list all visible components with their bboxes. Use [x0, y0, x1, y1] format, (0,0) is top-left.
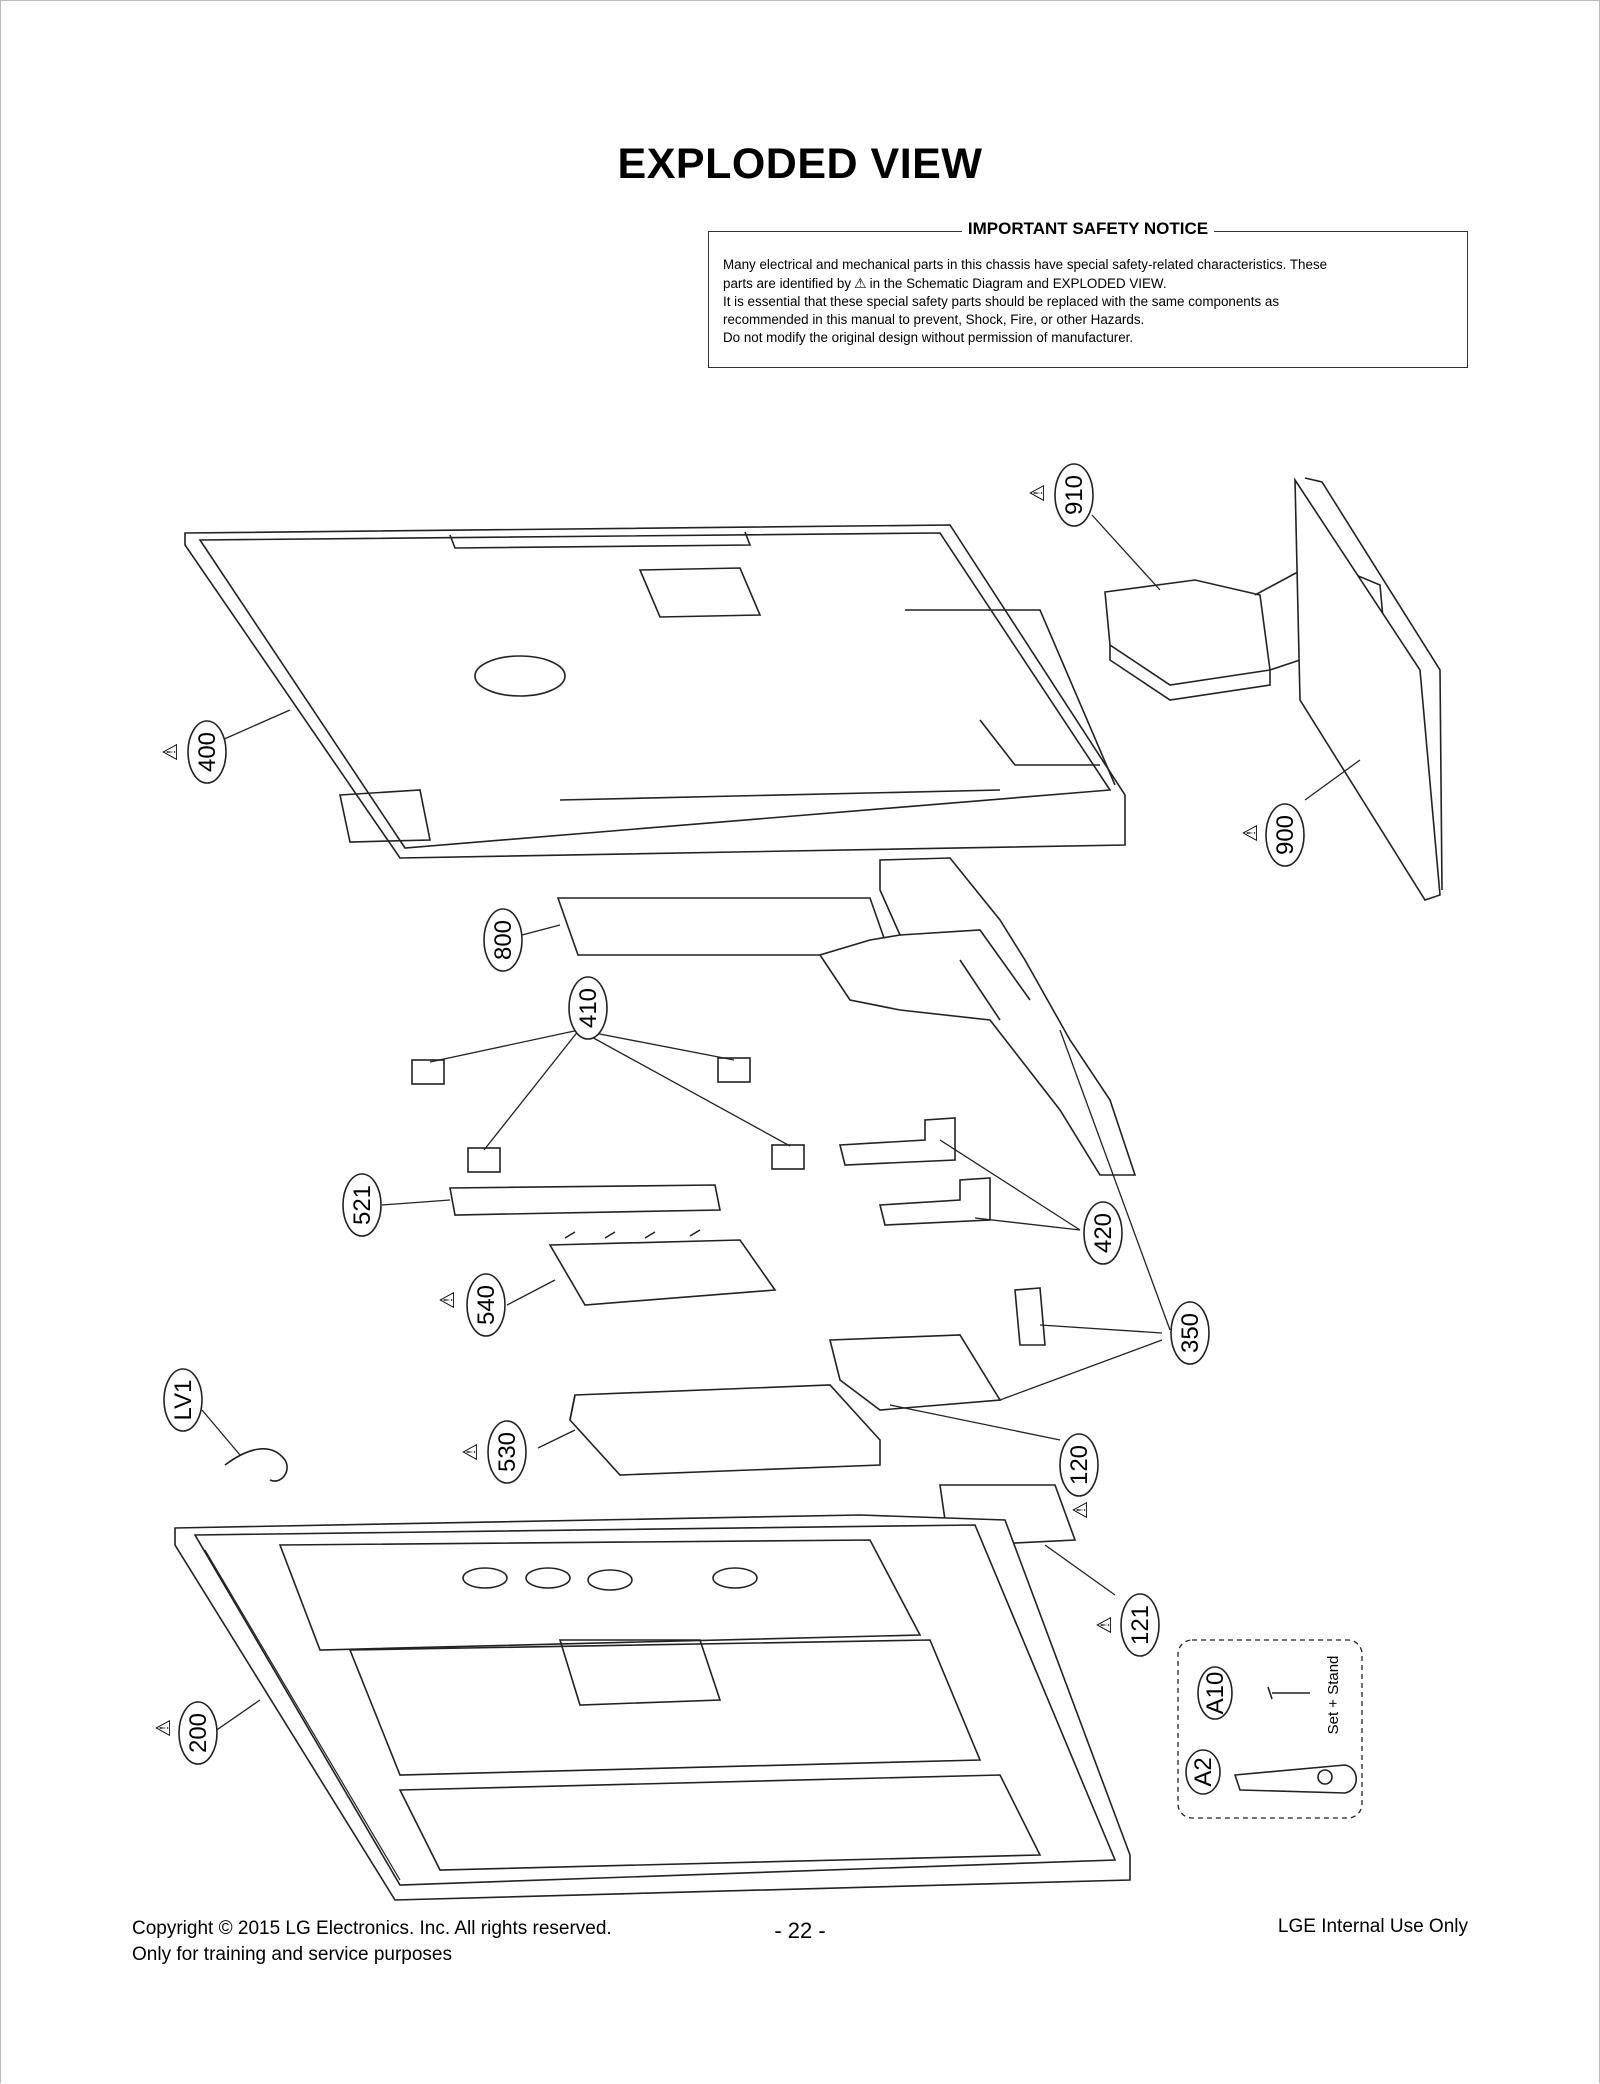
- footer-copyright: Copyright © 2015 LG Electronics. Inc. Al…: [132, 1918, 612, 1939]
- svg-text:540: 540: [473, 1285, 500, 1325]
- board-521-part: [449, 1184, 721, 1216]
- svg-text:⚠: ⚠: [437, 1291, 459, 1309]
- svg-text:⚠: ⚠: [1240, 824, 1262, 842]
- module-350-part: [828, 1029, 1171, 1411]
- frame-chassis-part: [174, 1514, 1131, 1901]
- callout-lv1: LV1: [163, 1368, 203, 1432]
- callout-121: 121: [1120, 1593, 1160, 1657]
- warning-triangle-icon: ⚠: [1070, 1501, 1092, 1519]
- svg-text:910: 910: [1061, 475, 1088, 515]
- notice-line-5: Do not modify the original design withou…: [723, 330, 1134, 345]
- callout-400: 400: [187, 720, 227, 784]
- power-supply-530-part: [569, 1384, 881, 1476]
- callout-530: 530: [487, 1420, 527, 1484]
- bracket-420-parts: [838, 1117, 1081, 1231]
- warning-triangle-icon: ⚠: [160, 743, 182, 761]
- svg-text:⚠: ⚠: [1027, 484, 1049, 502]
- safety-notice-heading: IMPORTANT SAFETY NOTICE: [709, 219, 1467, 239]
- callout-410: 410: [568, 976, 608, 1040]
- leader-lines: [221, 514, 1361, 1449]
- svg-text:⚠: ⚠: [460, 1443, 482, 1461]
- footer-purpose: Only for training and service purposes: [132, 1944, 452, 1965]
- notice-line-1: Many electrical and mechanical parts in …: [723, 257, 1328, 272]
- svg-text:410: 410: [575, 988, 602, 1028]
- safety-notice-body: Many electrical and mechanical parts in …: [723, 256, 1453, 347]
- svg-text:521: 521: [349, 1185, 376, 1225]
- page-number: - 22 -: [774, 1918, 826, 1943]
- notice-line-2: parts are identified by⚠in the Schematic…: [723, 275, 1167, 291]
- stand-base-part: [1294, 477, 1443, 901]
- svg-text:200: 200: [185, 1713, 212, 1753]
- warning-triangle-icon: ⚠: [437, 1291, 459, 1309]
- svg-text:350: 350: [1177, 1313, 1204, 1353]
- svg-text:120: 120: [1066, 1445, 1093, 1485]
- cable-lv1-part: [201, 1409, 288, 1482]
- callout-a10: A10: [1197, 1666, 1233, 1720]
- svg-text:530: 530: [494, 1432, 521, 1472]
- callout-420: 420: [1083, 1201, 1123, 1265]
- svg-text:LV1: LV1: [170, 1380, 197, 1421]
- warning-triangle-icon: ⚠: [153, 1719, 175, 1737]
- accessory-box-label: Set + Stand: [1325, 1656, 1342, 1735]
- callout-900: 900: [1265, 803, 1305, 867]
- svg-text:420: 420: [1090, 1213, 1117, 1253]
- svg-text:400: 400: [194, 732, 221, 772]
- page-title: EXPLODED VIEW: [617, 140, 983, 188]
- callout-800: 800: [483, 908, 523, 972]
- svg-text:A10: A10: [1202, 1672, 1229, 1715]
- svg-text:800: 800: [490, 920, 517, 960]
- main-board-540-part: [548, 1229, 777, 1306]
- notice-line-3: It is essential that these special safet…: [723, 294, 1280, 309]
- warning-triangle-icon: ⚠: [1240, 824, 1262, 842]
- callout-200: 200: [178, 1701, 218, 1765]
- back-cover-part: [184, 524, 1126, 859]
- safety-notice-box: IMPORTANT SAFETY NOTICE Many electrical …: [708, 219, 1468, 368]
- speaker-120-part: [889, 1404, 1061, 1441]
- footer-left: Copyright © 2015 LG Electronics. Inc. Al…: [132, 1916, 612, 1968]
- callout-910: 910: [1054, 463, 1094, 527]
- warning-triangle-icon: ⚠: [1094, 1616, 1116, 1634]
- warning-triangle-icon: ⚠: [1027, 484, 1049, 502]
- svg-text:⚠: ⚠: [1070, 1501, 1092, 1519]
- svg-text:121: 121: [1127, 1605, 1154, 1645]
- accessory-box: [1177, 1639, 1363, 1819]
- callout-540: 540: [466, 1273, 506, 1337]
- cable-cover-part: [818, 857, 1137, 1176]
- footer-classification: LGE Internal Use Only: [1277, 1916, 1468, 1937]
- svg-text:⚠: ⚠: [1094, 1616, 1116, 1634]
- svg-text:A2: A2: [1190, 1757, 1217, 1786]
- notice-line-4: recommended in this manual to prevent, S…: [723, 312, 1145, 327]
- callout-a2: A2: [1185, 1749, 1221, 1795]
- bracket-410-parts: [411, 1029, 805, 1173]
- callout-350: 350: [1170, 1301, 1210, 1365]
- svg-text:⚠: ⚠: [153, 1719, 175, 1737]
- svg-text:Set + Stand: Set + Stand: [1325, 1656, 1342, 1735]
- callout-120: 120: [1059, 1433, 1099, 1497]
- warning-triangle-icon: ⚠: [854, 275, 867, 291]
- callout-521: 521: [342, 1173, 382, 1237]
- svg-text:⚠: ⚠: [160, 743, 182, 761]
- svg-text:900: 900: [1272, 815, 1299, 855]
- warning-triangle-icon: ⚠: [460, 1443, 482, 1461]
